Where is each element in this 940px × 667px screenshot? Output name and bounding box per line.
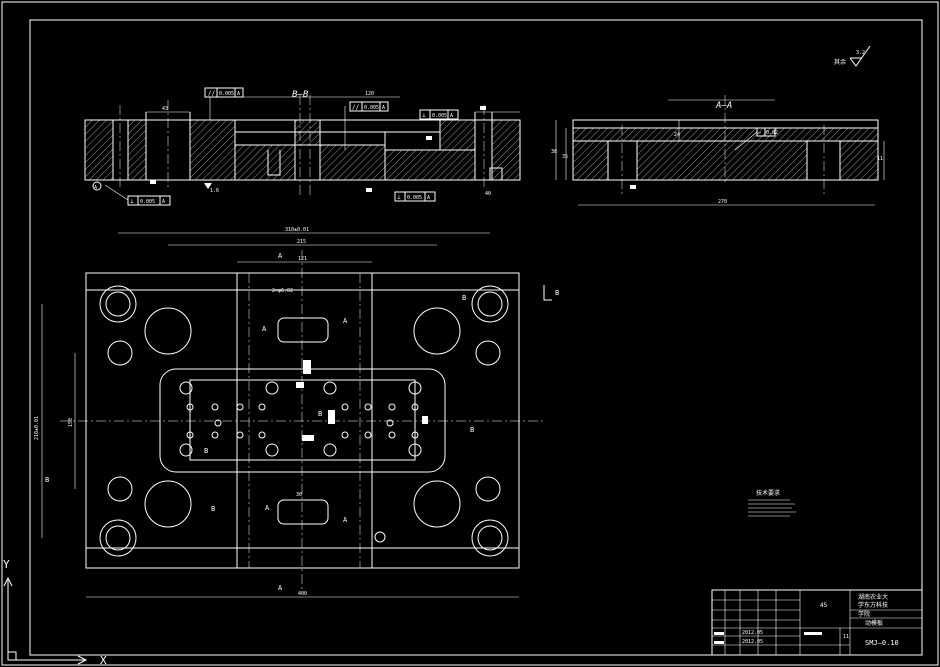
section-title-bb: B–B <box>292 90 309 100</box>
ucs-icon: Y X <box>3 558 107 667</box>
gdt-frame-3: ⊥ 0.005 A <box>419 109 459 120</box>
dim-top-left: 43 <box>162 106 168 112</box>
section-label-a-left2: A <box>265 504 270 512</box>
dim-center-30: 30 <box>296 492 302 498</box>
inner-frame <box>29 19 923 656</box>
roughness-corner: 其余 3.2 <box>834 45 871 67</box>
dim-310: 310±0.01 <box>285 227 309 233</box>
svg-text:0.02: 0.02 <box>766 130 778 136</box>
tb-drawing-no: SMJ–0.10 <box>865 639 899 647</box>
tb-part-name: 动模板 <box>865 619 883 627</box>
section-title-aa: A–A <box>715 101 732 111</box>
dim-inner-24: 24 <box>674 132 680 138</box>
dim-height-35: 35 <box>562 154 568 160</box>
section-view-b-b[interactable]: 43 120 50 // 0.005 A // 0.005 A ⊥ <box>84 87 521 206</box>
svg-text:▱: ▱ <box>758 130 761 136</box>
gdt-frame-2: // 0.005 A <box>344 101 389 150</box>
dim-210: 210±0.01 <box>34 416 40 440</box>
svg-text:0.005: 0.005 <box>432 113 447 119</box>
gdt-flatness: ▱ 0.02 <box>734 127 778 151</box>
section-label-a-right2: A <box>343 516 348 524</box>
tb-scale: 45 <box>820 602 828 609</box>
tb-date-2: 2012.05 <box>742 639 763 645</box>
dim-215: 215 <box>297 239 306 245</box>
svg-text:A: A <box>427 195 430 201</box>
plan-view[interactable]: 310±0.01 215 121 400 210±0.01 150 30 2×φ… <box>34 227 559 598</box>
roughness-mark: 1.6 <box>210 188 219 194</box>
ejector-holes <box>179 381 422 457</box>
section-label-b-l3: B <box>211 505 215 513</box>
section-label-a-bottom: A <box>278 584 283 592</box>
svg-text:A: A <box>450 113 453 119</box>
section-label-a-left: A <box>262 325 267 333</box>
section-label-b-mid: B <box>318 410 322 418</box>
gdt-frame-4: ⊥ 0.005 A <box>394 191 436 202</box>
gdt-frame-1: // 0.005 A <box>204 87 244 120</box>
svg-text:0.005: 0.005 <box>140 199 155 205</box>
svg-text:0.005: 0.005 <box>364 105 379 111</box>
tb-date-1: 2012.05 <box>742 630 763 636</box>
tb-school-3: 学院 <box>858 610 870 618</box>
datum-a-label: A <box>94 185 97 191</box>
dim-small-hole: 2×φ6.02 <box>272 288 293 294</box>
section-label-a-right: A <box>343 317 348 325</box>
svg-text://: // <box>352 104 360 111</box>
ucs-y-label: Y <box>3 558 10 571</box>
svg-text://: // <box>208 90 216 97</box>
dim-121: 121 <box>298 256 307 262</box>
svg-text:0.005: 0.005 <box>407 195 422 201</box>
svg-text:A: A <box>162 199 165 205</box>
tech-requirements: 技术要求 <box>748 489 796 517</box>
svg-text:A: A <box>237 91 240 97</box>
svg-text:⊥: ⊥ <box>422 112 426 119</box>
ucs-x-label: X <box>100 654 107 667</box>
section-label-a-top: A <box>278 252 283 260</box>
dim-150: 150 <box>68 418 74 427</box>
tb-school-2: 学东方科技 <box>858 601 888 609</box>
dim-bottom-right: 40 <box>485 191 491 197</box>
section-view-a-a[interactable]: A–A 270 38 35 11 24 ▱ 0.02 <box>551 95 885 206</box>
title-block[interactable]: 45 湖南农业大 学东方科技 学院 动模板 SMJ–0.10 11 2012.0… <box>711 589 923 656</box>
section-label-b-r3: B <box>470 426 474 434</box>
svg-text:A: A <box>382 105 385 111</box>
dim-overall-400: 400 <box>298 591 307 597</box>
svg-text:0.005: 0.005 <box>219 91 234 97</box>
section-label-b-l2: B <box>204 447 208 455</box>
dim-height-38: 38 <box>551 149 557 155</box>
dim-top-mid: 120 <box>365 91 374 97</box>
svg-text:⊥: ⊥ <box>397 194 401 201</box>
corner-holes <box>99 285 509 557</box>
gdt-frame-5: ⊥ 0.005 A <box>104 184 171 206</box>
section-label-b-right: B <box>555 289 559 297</box>
tb-sheet-count: 11 <box>843 634 849 640</box>
dim-height-11: 11 <box>877 156 883 162</box>
svg-text:技术要求: 技术要求 <box>756 489 780 497</box>
tb-school-1: 湖南农业大 <box>858 593 888 601</box>
svg-text:3.2: 3.2 <box>856 50 865 56</box>
section-label-b-r2: B <box>462 294 466 302</box>
svg-text:其余: 其余 <box>834 58 846 66</box>
section-label-b-l1: B <box>45 476 49 484</box>
dim-width-270: 270 <box>718 199 727 205</box>
svg-text:⊥: ⊥ <box>130 198 134 205</box>
